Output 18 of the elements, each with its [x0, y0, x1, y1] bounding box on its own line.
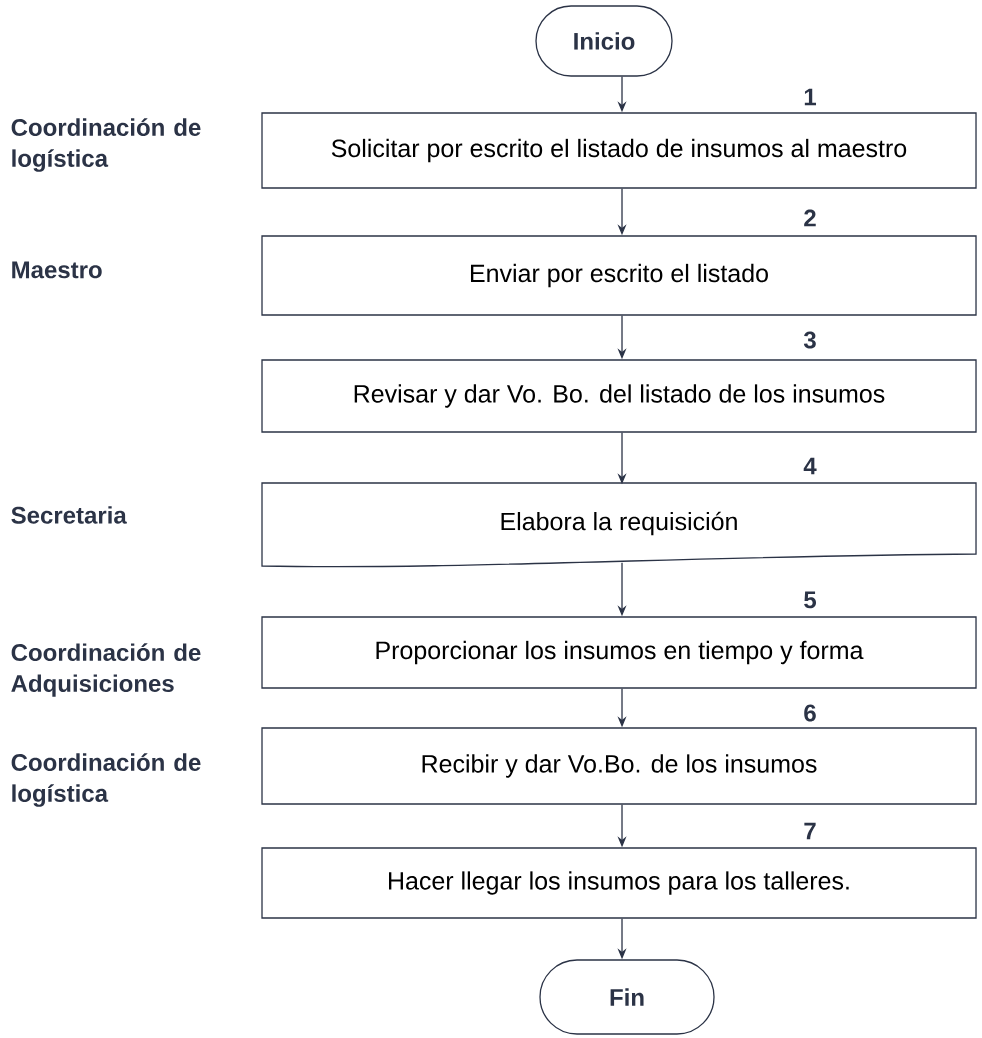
step-number: 3	[803, 331, 816, 349]
step-number: 6	[804, 704, 816, 722]
role-label: Coordinación de logística	[11, 118, 201, 172]
process-box: Solicitar por escrito el listado de insumos al maestro	[261, 112, 977, 189]
role-label: Maestro	[12, 261, 102, 279]
role-label: Coordinación de logística	[11, 753, 201, 807]
role-label: Secretaria	[11, 506, 127, 524]
step-number: 5	[804, 591, 816, 609]
step-number: 7	[804, 822, 816, 840]
step-number: 1	[804, 88, 816, 106]
process-box: Proporcionar los insumos en tiempo y forma	[261, 616, 977, 689]
process-box: Revisar y dar Vo. Bo. del listado de los insumos	[261, 359, 977, 433]
process-box: Hacer llegar los insumos para los talleres.	[261, 847, 977, 919]
role-label: Coordinación de Adquisiciones	[11, 643, 201, 697]
step-number: 4	[803, 457, 817, 475]
process-box: Enviar por escrito el listado	[261, 235, 977, 316]
process-box: Recibir y dar Vo.Bo. de los insumos	[261, 727, 977, 805]
step-number: 2	[804, 209, 816, 227]
